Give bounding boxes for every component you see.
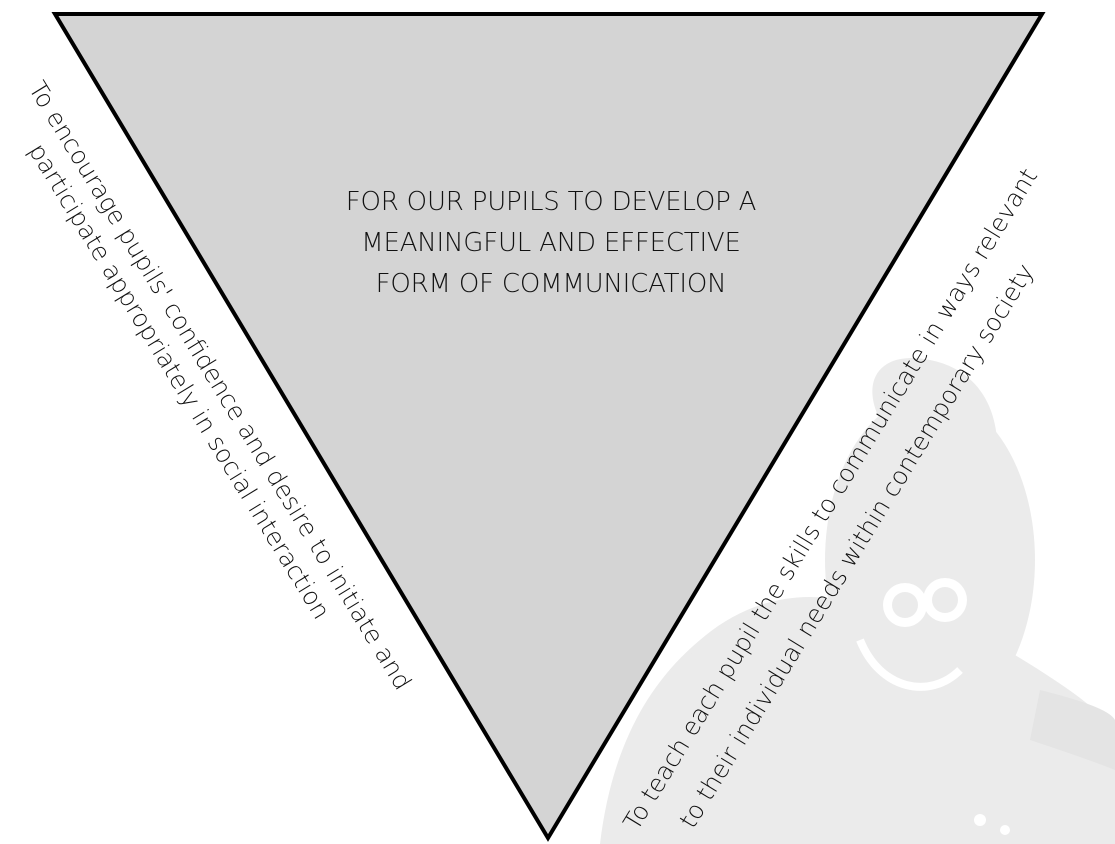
triangle-text-line-2: MEANINGFUL AND EFFECTIVE bbox=[361, 228, 741, 258]
inverted-triangle bbox=[51, 12, 1046, 842]
mascot-figure-icon bbox=[600, 358, 1115, 844]
triangle-text-line-1: FOR OUR PUPILS TO DEVELOP A bbox=[346, 187, 757, 217]
triangle-text-line-3: FORM OF COMMUNICATION bbox=[376, 269, 727, 299]
triangle-center-text: FOR OUR PUPILS TO DEVELOP A MEANINGFUL A… bbox=[346, 187, 757, 299]
